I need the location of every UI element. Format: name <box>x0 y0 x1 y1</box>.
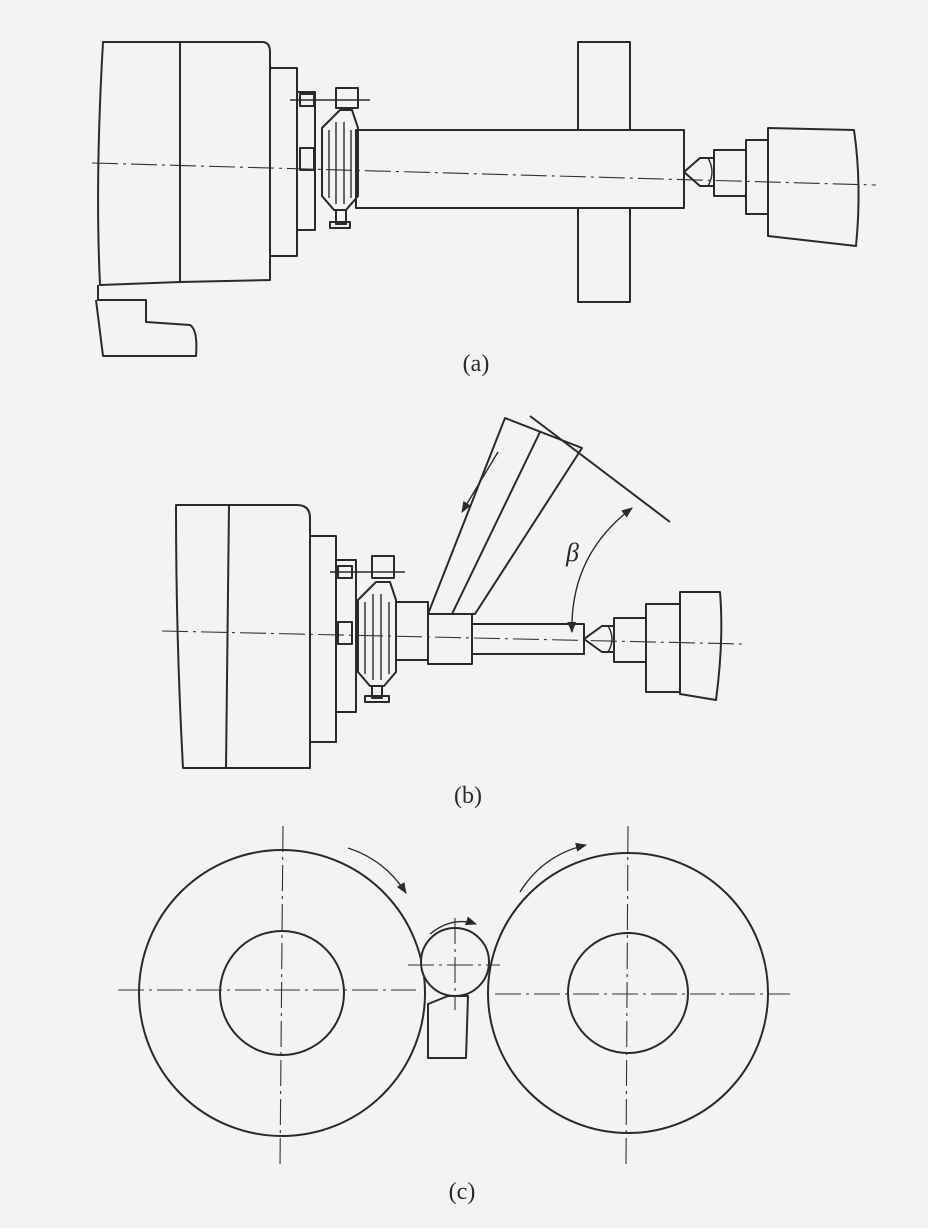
caption-c: (c) <box>448 1179 476 1205</box>
headstock-body <box>97 41 271 286</box>
workpiece-shoulder <box>395 601 429 661</box>
caption-a: (a) <box>462 351 490 377</box>
rotation-arrow-regulating-wheel <box>519 842 588 893</box>
workpiece-large-diameter <box>427 613 473 665</box>
figure-b-angle-grinding <box>161 415 743 769</box>
tailstock-body <box>767 127 860 247</box>
feed-arrow <box>461 451 499 513</box>
angle-beta-arc <box>567 507 633 634</box>
angle-label-beta: β <box>566 538 579 567</box>
figure-a-cylindrical-grinding <box>91 41 877 357</box>
driving-dog <box>330 555 405 703</box>
tailstock-sleeve <box>645 603 681 693</box>
grinding-wheel-c <box>138 849 426 1137</box>
grinding-wheel-a-lower <box>577 207 631 303</box>
grinding-wheel-a-upper <box>577 41 631 131</box>
tailstock-sleeve <box>745 139 769 215</box>
axis-centerline-b <box>161 630 743 645</box>
tailstock-quill <box>713 149 747 197</box>
tailstock-quill <box>613 617 647 663</box>
regulating-wheel <box>487 852 769 1134</box>
regulating-wheel-bore <box>567 932 689 1054</box>
rotation-arrow-workpiece <box>429 916 478 935</box>
rotation-arrow-grinding-wheel <box>347 847 407 894</box>
spindle-flange <box>309 535 337 743</box>
axis-centerline-a <box>91 162 877 186</box>
workpiece <box>355 129 685 209</box>
headstock-body <box>175 504 311 769</box>
spindle-flange <box>269 67 298 257</box>
caption-b: (b) <box>454 783 482 809</box>
tailstock-body <box>679 591 723 701</box>
headstock-base <box>95 285 198 357</box>
driving-dog <box>290 87 370 229</box>
work-rest-blade <box>427 995 469 1059</box>
spindle-nose <box>335 559 357 713</box>
figure-c-centerless-grinding <box>118 825 790 1167</box>
grinding-wheel-b <box>427 417 583 615</box>
grinding-wheel-c-bore <box>219 930 345 1056</box>
wheel-axis-line <box>529 415 671 523</box>
